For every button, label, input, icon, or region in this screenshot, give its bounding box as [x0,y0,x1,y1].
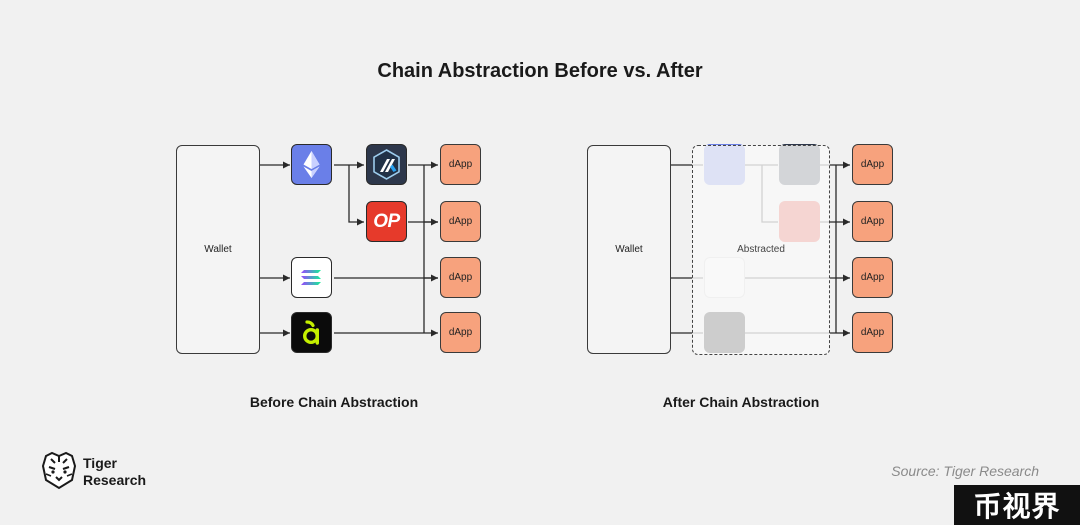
dapp-label: dApp [448,272,473,283]
dapp-label: dApp [860,272,885,283]
abstracted-label: Abstracted [737,244,785,255]
abstraction-layer-box [692,145,830,355]
ethereum-icon [291,144,332,185]
tiger-logo-icon [40,450,78,490]
dapp-label: dApp [448,327,473,338]
after-wallet-label: Wallet [615,244,643,255]
before-dapp-4: dApp [440,312,481,353]
before-caption: Before Chain Abstraction [249,394,419,410]
dapp-label: dApp [860,216,885,227]
optimism-icon-text: OP [373,210,400,232]
dapp-label: dApp [860,327,885,338]
after-caption: After Chain Abstraction [662,394,820,410]
source-credit: Source: Tiger Research [891,463,1039,479]
aptos-icon [291,312,332,353]
after-dapp-2: dApp [852,201,893,242]
dapp-label: dApp [860,159,885,170]
after-dapp-3: dApp [852,257,893,298]
watermark-badge: 币视界 [954,485,1080,525]
before-dapp-2: dApp [440,201,481,242]
diagram-title: Chain Abstraction Before vs. After [377,60,703,82]
solana-icon [291,257,332,298]
after-dapp-1: dApp [852,144,893,185]
before-wallet-box: Wallet [176,145,260,354]
brand-line-2: Research [83,472,147,488]
after-wallet-box: Wallet [587,145,671,354]
before-dapp-3: dApp [440,257,481,298]
brand-line-1: Tiger [83,455,117,471]
dapp-label: dApp [448,159,473,170]
arbitrum-icon [366,144,407,185]
before-wallet-label: Wallet [204,244,232,255]
before-dapp-1: dApp [440,144,481,185]
optimism-icon: OP [366,201,407,242]
dapp-label: dApp [448,216,473,227]
after-dapp-4: dApp [852,312,893,353]
